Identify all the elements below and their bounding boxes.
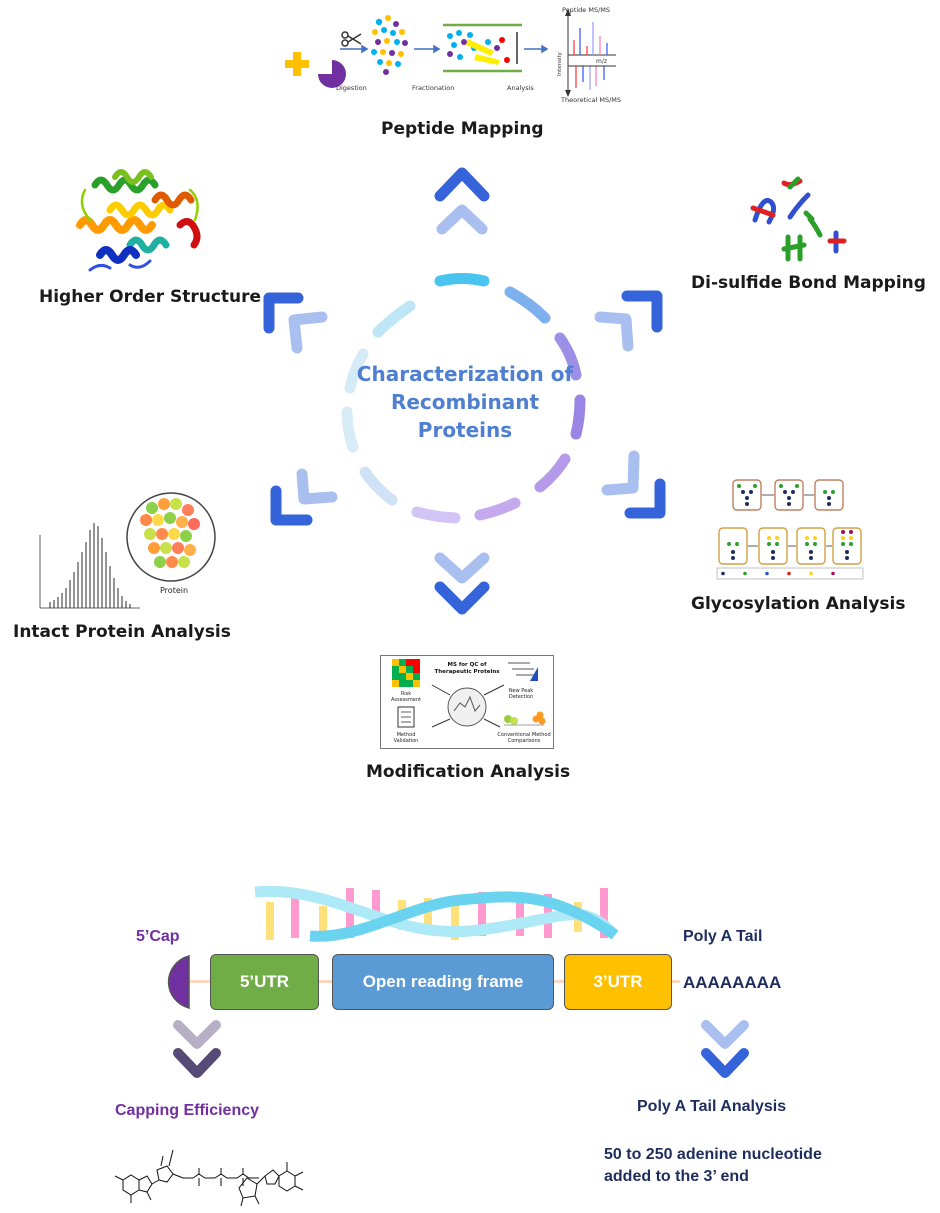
newpeak-label-1: New Peak bbox=[509, 688, 533, 694]
chevron-down-left-icon bbox=[270, 485, 313, 526]
risk-label-2: Assessment bbox=[391, 697, 421, 703]
mrna-helix bbox=[254, 885, 619, 942]
chevron-down-icon bbox=[173, 1048, 221, 1078]
utr3-label: 3’UTR bbox=[593, 972, 643, 991]
digestion-label: Digestion bbox=[336, 84, 367, 92]
mod-title-line2: Therapeutic Proteins bbox=[434, 669, 500, 675]
characterization-ring bbox=[341, 273, 586, 524]
chevron-down-right-icon bbox=[624, 478, 666, 519]
peptide-mapping-label: Peptide Mapping bbox=[381, 119, 544, 139]
analysis-label: Analysis bbox=[507, 84, 534, 92]
newpeak-label-2: Detection bbox=[509, 694, 533, 700]
modification-analysis-label: Modification Analysis bbox=[366, 762, 571, 782]
glycosylation-pathway-image bbox=[716, 479, 864, 580]
poly-a-tail-label: Poly A Tail bbox=[683, 928, 763, 945]
moon-shape bbox=[319, 20, 340, 48]
chevron-down-icon bbox=[434, 581, 490, 615]
chevron-up-icon bbox=[434, 167, 490, 202]
chevron-down-left-icon bbox=[296, 468, 338, 505]
pie-shape bbox=[318, 60, 346, 88]
chevron-up-right-icon bbox=[621, 290, 663, 333]
chevron-up-left-icon bbox=[288, 311, 328, 354]
center-title-line: Characterization of bbox=[356, 362, 574, 386]
center-title-line: Recombinant bbox=[390, 390, 540, 414]
poly-a-description-line2: added to the 3’ end bbox=[604, 1168, 749, 1185]
chevron-up-right-icon bbox=[594, 311, 634, 352]
protein-caption: Protein bbox=[160, 586, 188, 595]
poly-a-description-line1: 50 to 250 adenine nucleotide bbox=[604, 1146, 822, 1163]
chevron-down-icon bbox=[173, 1020, 221, 1049]
peptide-msms-label: Peptide MS/MS bbox=[562, 6, 610, 14]
mz-label: m/z bbox=[596, 58, 607, 65]
theoretical-msms-label: Theoretical MS/MS bbox=[560, 96, 621, 104]
chevron-down-icon bbox=[701, 1048, 749, 1078]
five-prime-cap-label: 5’Cap bbox=[136, 928, 180, 945]
capping-efficiency-label: Capping Efficiency bbox=[115, 1102, 260, 1119]
method-label-2: Validation bbox=[394, 738, 419, 744]
modification-qc-panel: MS for QC of Therapeutic Proteins Risk A… bbox=[380, 655, 554, 749]
fractionation-label: Fractionation bbox=[412, 84, 454, 92]
bottom-chevrons bbox=[173, 1020, 749, 1078]
cap-chemical-structure bbox=[114, 1149, 304, 1207]
mod-title-line1: MS for QC of bbox=[448, 662, 488, 668]
center-title-line: Proteins bbox=[417, 418, 513, 442]
poly-a-sequence: AAAAAAAA bbox=[683, 973, 782, 992]
chevron-down-icon bbox=[701, 1020, 749, 1049]
poly-a-tail-analysis-label: Poly A Tail Analysis bbox=[637, 1098, 787, 1115]
utr5-label: 5’UTR bbox=[239, 972, 290, 991]
protein-structure-image bbox=[76, 169, 201, 272]
center-title: Characterization of Recombinant Proteins bbox=[330, 360, 600, 444]
chevron-arrows bbox=[263, 167, 666, 615]
chevron-up-left-icon bbox=[263, 292, 304, 334]
utr5-box: 5’UTR bbox=[210, 954, 319, 1010]
method-label-1: Method bbox=[397, 732, 416, 738]
risk-matrix bbox=[392, 659, 420, 687]
conventional-label-1: Conventional Method bbox=[497, 732, 550, 738]
higher-order-structure-label: Higher Order Structure bbox=[39, 287, 262, 307]
five-prime-cap-shape bbox=[167, 955, 190, 1009]
chevron-down-right-icon bbox=[601, 450, 640, 496]
intensity-label: Intensity bbox=[557, 51, 563, 76]
orf-label: Open reading frame bbox=[362, 972, 524, 991]
chevron-down-icon bbox=[434, 552, 490, 584]
peptide-mapping-workflow: Digestion Fractionation Analysis Peptide… bbox=[285, 6, 621, 104]
chevron-up-icon bbox=[436, 204, 488, 235]
intact-protein-image: Protein bbox=[39, 492, 216, 609]
disulfide-bond-image bbox=[750, 176, 847, 262]
conventional-label-2: Comparisons bbox=[508, 738, 541, 744]
intact-protein-analysis-label: Intact Protein Analysis bbox=[13, 622, 231, 642]
utr3-box: 3’UTR bbox=[564, 954, 672, 1010]
orf-box: Open reading frame bbox=[332, 954, 554, 1010]
disulfide-bond-mapping-label: Di-sulfide Bond Mapping bbox=[691, 273, 926, 293]
risk-label-1: Risk bbox=[401, 691, 411, 697]
glycosylation-analysis-label: Glycosylation Analysis bbox=[691, 594, 906, 614]
